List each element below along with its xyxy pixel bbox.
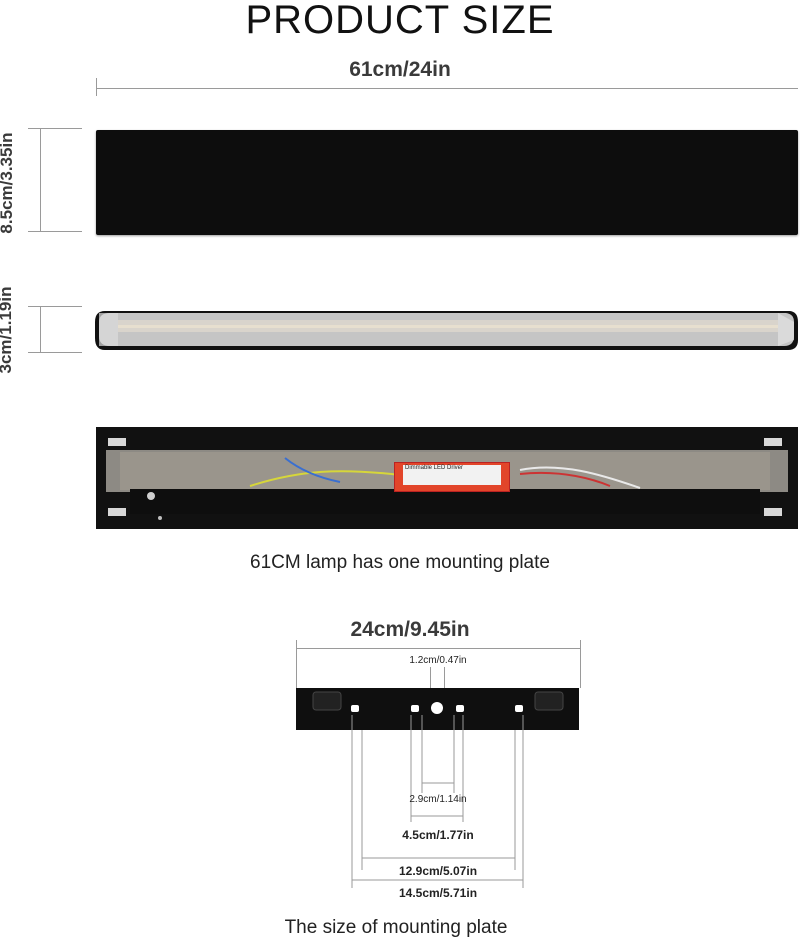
driver-label: Dimmable LED Driver [405, 465, 464, 471]
page-title: PRODUCT SIZE [245, 0, 555, 42]
lamp-front-view [96, 130, 798, 235]
driver-label-panel [403, 465, 501, 485]
depth-tick-top [28, 306, 82, 307]
plate-width-label: 24cm/9.45in [350, 618, 470, 641]
height-tick-top [28, 128, 82, 129]
center-hole-tick-left [430, 667, 431, 691]
plate-width-line [296, 648, 580, 649]
plate-width-tick-left [296, 640, 297, 688]
length-dimension-line [96, 88, 798, 89]
lamp-caption: 61CM lamp has one mounting plate [250, 552, 550, 573]
depth-tick-bottom [28, 352, 82, 353]
middle-holes-label: 4.5cm/1.77in [402, 828, 474, 842]
plate-caption: The size of mounting plate [284, 917, 508, 938]
height-dimension-line [40, 128, 41, 231]
depth-dimension-line [40, 306, 41, 352]
height-tick-bottom [28, 231, 82, 232]
length-tick-left [96, 78, 97, 96]
outermost-holes-label: 14.5cm/5.71in [398, 886, 478, 900]
center-hole-label: 1.2cm/0.47in [409, 655, 467, 666]
inner-holes-label: 2.9cm/1.14in [409, 794, 467, 805]
plate-width-tick-right [580, 640, 581, 688]
center-hole-tick-right [444, 667, 445, 691]
length-label: 61cm/24in [349, 58, 451, 81]
led-driver: Dimmable LED Driver [394, 462, 510, 492]
outer-holes-label: 12.9cm/5.07in [398, 864, 478, 878]
